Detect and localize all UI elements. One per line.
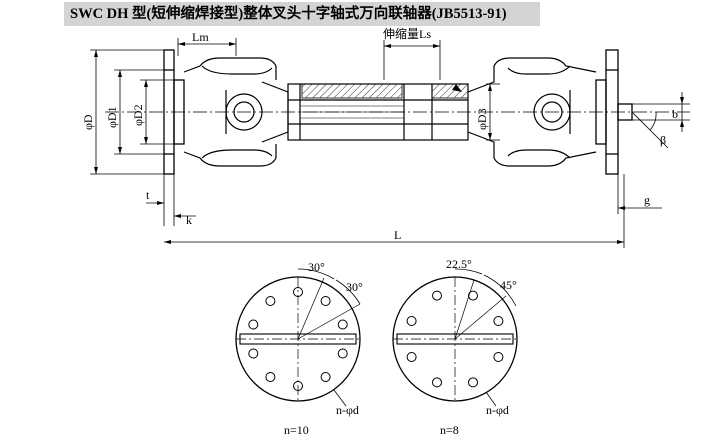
spline-hatch-upper: [301, 83, 403, 99]
bolt-hole: [406, 352, 417, 362]
dim-l: L: [394, 228, 401, 242]
left-yoke: [183, 57, 289, 167]
flange-face-n8: [392, 268, 518, 407]
n10-angle-b: 30°: [346, 280, 363, 294]
bolt-hole: [248, 348, 259, 359]
bolt-hole: [337, 319, 348, 330]
dim-d1: φD1: [105, 106, 119, 128]
bolt-hole: [248, 319, 259, 330]
bolt-hole: [406, 316, 417, 326]
dim-ls: 伸缩量Ls: [383, 26, 431, 41]
right-yoke: [467, 57, 597, 167]
dim-k: k: [186, 213, 192, 227]
dim-d2: φD2: [131, 104, 145, 126]
bolt-hole: [432, 290, 442, 301]
bolt-hole: [320, 372, 331, 382]
bolt-hole: [468, 290, 478, 301]
n10-angle-a: 30°: [308, 260, 325, 274]
dim-d: φD: [81, 114, 95, 130]
dim-beta: β: [660, 133, 666, 147]
shaft-body: [287, 83, 469, 141]
dim-d3: φD3: [475, 108, 489, 130]
dim-b: b: [672, 107, 678, 121]
n10-hole-label: n-φd: [336, 403, 359, 417]
bolt-hole: [337, 348, 348, 359]
bolt-hole: [493, 316, 504, 326]
bolt-hole: [265, 372, 276, 382]
bolt-hole: [265, 296, 276, 306]
dimension-arrows: [94, 42, 684, 244]
spline-hatch-sleeve: [431, 83, 469, 99]
dim-t: t: [146, 188, 150, 202]
bolt-hole: [468, 377, 478, 388]
dim-g: g: [644, 193, 650, 207]
n8-angle-a: 22.5°: [446, 257, 472, 271]
dim-lm: Lm: [192, 30, 209, 44]
n8-caption: n=8: [440, 423, 459, 437]
bolt-hole: [293, 287, 303, 297]
n10-caption: n=10: [284, 423, 309, 437]
page-title: SWC DH 型(短伸缩焊接型)整体叉头十字轴式万向联轴器(JB5513-91): [64, 2, 540, 26]
n8-angle-b: 45°: [500, 278, 517, 292]
n8-hole-label: n-φd: [486, 403, 509, 417]
bolt-hole: [293, 381, 303, 391]
left-flange: [163, 49, 185, 175]
bolt-hole: [493, 352, 504, 362]
bolt-hole: [432, 377, 442, 388]
bolt-hole: [320, 296, 331, 306]
flange-face-n10: [235, 268, 361, 407]
